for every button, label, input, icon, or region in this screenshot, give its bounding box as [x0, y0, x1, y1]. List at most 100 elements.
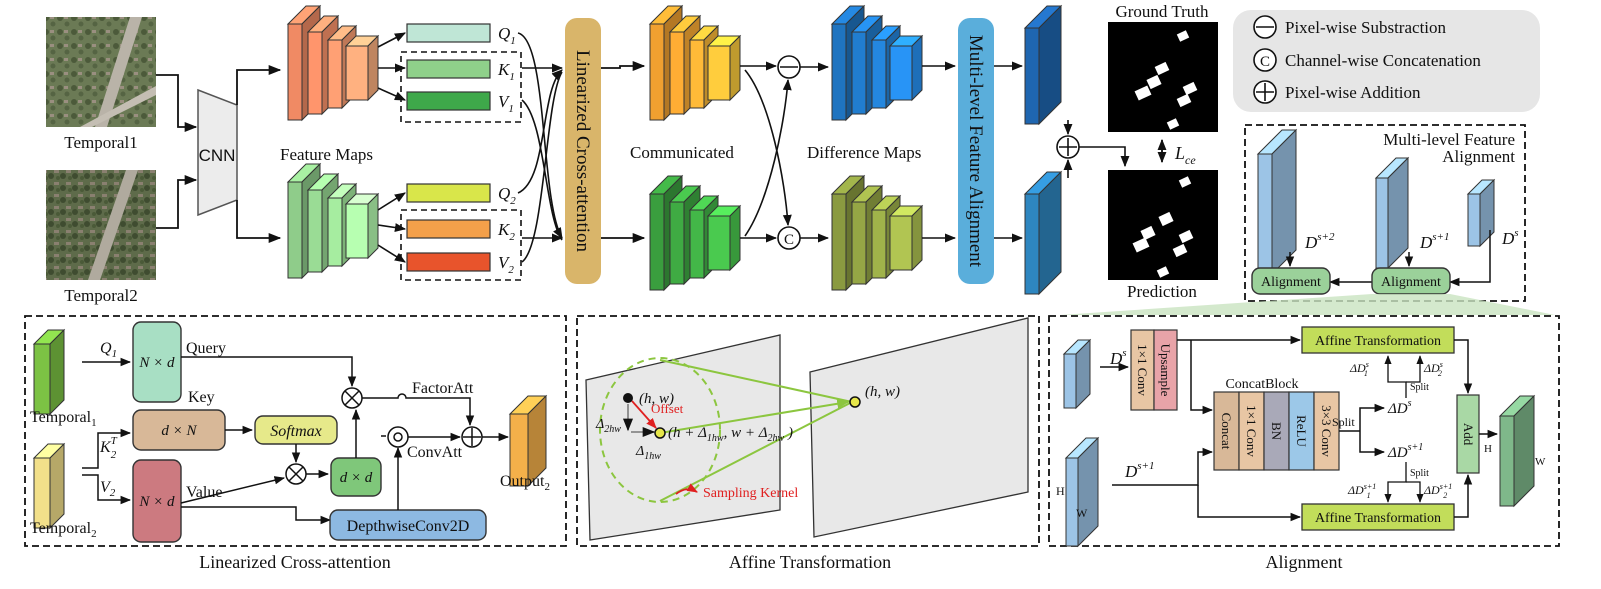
- difference-maps-label: Difference Maps: [807, 143, 921, 162]
- mlfa-slab-ds: [1466, 178, 1496, 248]
- svg-text:H: H: [1056, 484, 1065, 498]
- linearized-cross-attention-block: [565, 18, 601, 284]
- svg-text:ΔDs: ΔDs: [1387, 398, 1412, 417]
- svg-text:Ds+1: Ds+1: [1124, 460, 1155, 481]
- mlfa-slab-ds2: [1256, 128, 1298, 276]
- shifted-point: [654, 427, 666, 439]
- feature-stack-t1-layer-4: [344, 34, 380, 102]
- svg-text:Concat: Concat: [1219, 413, 1234, 450]
- mlfa-detail-title: Multi-level Feature: [1383, 130, 1515, 149]
- building-blob: [1182, 81, 1198, 96]
- upsample-block: [1153, 329, 1178, 411]
- svg-text:W: W: [1076, 506, 1088, 520]
- svg-text:Offset: Offset: [651, 401, 684, 416]
- temporal2-label: Temporal2: [64, 286, 137, 305]
- legend-sub: Pixel-wise Substraction: [1285, 18, 1447, 37]
- c-circle-icon: C: [1253, 48, 1277, 72]
- building-blob: [1140, 225, 1156, 241]
- target-point: [849, 396, 861, 408]
- svg-text:K2: K2: [497, 220, 515, 243]
- svg-text:d × d: d × d: [340, 470, 373, 486]
- svg-text:Value: Value: [186, 484, 222, 501]
- svg-text:Δ1hw: Δ1hw: [635, 444, 661, 462]
- svg-text:Split: Split: [1410, 382, 1429, 393]
- feature-maps-label: Feature Maps: [280, 145, 373, 164]
- align-output-slab: [1498, 394, 1536, 508]
- svg-text:Temporal1: Temporal1: [30, 409, 97, 429]
- communicated-label: Communicated: [630, 143, 734, 162]
- difference-stack-1-layer-4: [888, 34, 924, 102]
- k1-bar: [406, 59, 491, 79]
- linearized-cross-attention-label: Linearized Cross-attention: [572, 50, 593, 253]
- building-blob: [1178, 176, 1192, 188]
- alignment-caption: Alignment: [1266, 552, 1343, 572]
- kv1-dashed-box: [400, 51, 522, 123]
- prediction-image: [1108, 170, 1218, 280]
- svg-text:Query: Query: [186, 340, 226, 357]
- svg-text:d × N: d × N: [161, 423, 197, 439]
- svg-text:Ds: Ds: [1109, 347, 1127, 368]
- svg-text:Split: Split: [1332, 415, 1355, 429]
- plus-circle-icon: [461, 426, 483, 448]
- svg-text:C: C: [1260, 54, 1270, 70]
- legend-add: Pixel-wise Addition: [1285, 83, 1421, 102]
- svg-text:Q2: Q2: [498, 184, 516, 207]
- svg-text:Ds+1: Ds+1: [1419, 231, 1450, 252]
- lca-caption: Linearized Cross-attention: [199, 552, 390, 572]
- feature-stacks: [286, 4, 1063, 296]
- affine-block-bottom: [1301, 503, 1455, 531]
- lca-output-slab: [508, 394, 548, 488]
- cnn-label: CNN: [199, 146, 236, 165]
- nd-query-block: [132, 321, 182, 403]
- building-blob: [1154, 61, 1170, 76]
- svg-text:Q1: Q1: [498, 24, 516, 47]
- source-plane: [585, 334, 781, 541]
- svg-text:Temporal2: Temporal2: [30, 520, 97, 540]
- svg-text:H: H: [1484, 443, 1492, 455]
- minus-circle-icon: [777, 55, 801, 79]
- building-blob: [1134, 85, 1152, 101]
- svg-text:Add: Add: [1461, 423, 1476, 446]
- svg-text:3×3 Conv: 3×3 Conv: [1319, 405, 1334, 457]
- ground-truth-image: [1108, 22, 1218, 132]
- c-circle-icon: C: [777, 226, 801, 250]
- svg-text:K1: K1: [497, 60, 515, 83]
- affine-block-top: [1301, 326, 1455, 354]
- communicated-stack-t2-layer-4: [706, 204, 742, 272]
- plus-circle-icon: [1056, 135, 1080, 159]
- lca-temporal1-slab: [32, 328, 66, 416]
- svg-text:Q1: Q1: [100, 340, 117, 360]
- prediction-label: Prediction: [1127, 282, 1197, 301]
- conv33-block: [1313, 391, 1340, 471]
- origin-point: [623, 393, 633, 403]
- mlfa-block: [958, 18, 994, 284]
- svg-text:ConvAtt: ConvAtt: [407, 444, 463, 461]
- difference-stack-2-layer-4: [888, 204, 924, 272]
- lca-temporal2-slab: [32, 442, 66, 530]
- temporal1-image: [46, 17, 156, 127]
- mlfa-label: Multi-level Feature Alignment: [965, 35, 986, 268]
- feature-stack-t2-layer-4: [344, 192, 380, 260]
- dot-circle-icon: [387, 426, 409, 448]
- svg-text:C: C: [784, 232, 794, 248]
- svg-text:Alignment: Alignment: [1381, 275, 1441, 290]
- svg-text:ReLU: ReLU: [1294, 415, 1309, 447]
- building-blob: [1176, 93, 1192, 108]
- times-circle-icon: [285, 463, 307, 485]
- concat-block: [1213, 391, 1240, 471]
- svg-text:FactorAtt: FactorAtt: [412, 380, 474, 397]
- v2-bar: [406, 252, 491, 272]
- svg-text:V2: V2: [100, 479, 116, 499]
- temporal2-image: [46, 170, 156, 280]
- fused-map-top: [1023, 4, 1063, 126]
- relu-block: [1288, 391, 1315, 471]
- svg-text:Δ2hw: Δ2hw: [595, 417, 621, 435]
- legend-concat: Channel-wise Concatenation: [1285, 51, 1481, 70]
- building-blob: [1132, 237, 1150, 253]
- svg-text:Affine Transformation: Affine Transformation: [1315, 334, 1441, 349]
- plus-circle-icon: [1253, 80, 1277, 104]
- svg-text:ΔDs+12: ΔDs+12: [1423, 482, 1452, 500]
